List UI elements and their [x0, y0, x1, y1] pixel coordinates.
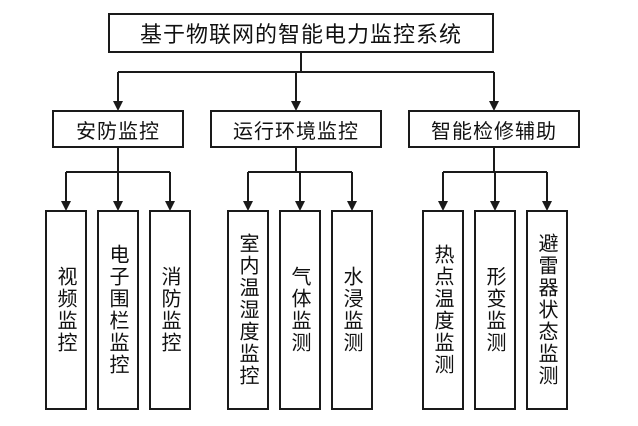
- leaf-arrester-status: 避雷器状态监测: [526, 210, 568, 410]
- leaf-indoor-temp-humidity: 室内温湿度监控: [227, 210, 269, 410]
- leaf-label: 形变监测: [483, 266, 507, 354]
- leaf-fire-monitoring: 消防监控: [149, 210, 191, 410]
- leaf-label: 消防监控: [158, 266, 182, 354]
- category-environment-label: 运行环境监控: [233, 118, 359, 143]
- category-security-label: 安防监控: [76, 118, 160, 143]
- category-maintenance-label: 智能检修辅助: [431, 118, 557, 143]
- category-environment: 运行环境监控: [210, 110, 382, 148]
- leaf-label: 热点温度监测: [431, 244, 455, 376]
- leaf-label: 水浸监测: [340, 266, 364, 354]
- leaf-hotspot-temperature: 热点温度监测: [422, 210, 464, 410]
- leaf-label: 室内温湿度监控: [236, 233, 260, 387]
- leaf-label: 气体监测: [288, 266, 312, 354]
- leaf-label: 视频监控: [54, 266, 78, 354]
- leaf-label: 电子围栏监控: [106, 244, 130, 376]
- leaf-video-monitoring: 视频监控: [45, 210, 87, 410]
- category-maintenance: 智能检修辅助: [408, 110, 580, 148]
- category-security: 安防监控: [52, 110, 184, 148]
- leaf-label: 避雷器状态监测: [535, 233, 559, 387]
- leaf-electronic-fence: 电子围栏监控: [97, 210, 139, 410]
- leaf-gas-monitoring: 气体监测: [279, 210, 321, 410]
- leaf-deformation: 形变监测: [474, 210, 516, 410]
- leaf-water-immersion: 水浸监测: [331, 210, 373, 410]
- root-label: 基于物联网的智能电力监控系统: [139, 23, 462, 48]
- root-node: 基于物联网的智能电力监控系统: [108, 13, 494, 53]
